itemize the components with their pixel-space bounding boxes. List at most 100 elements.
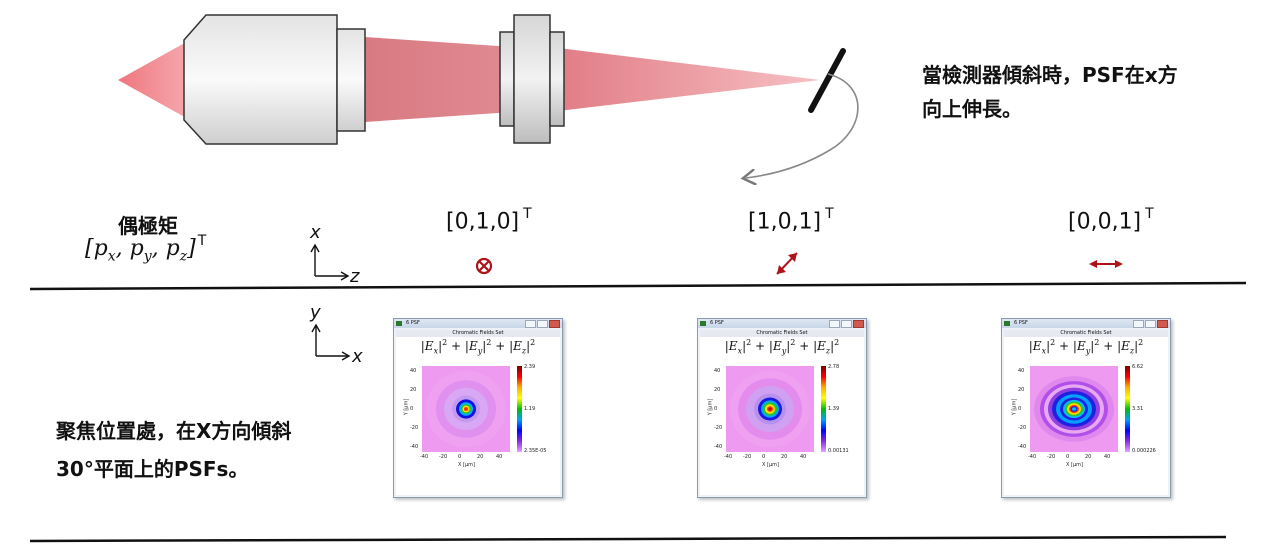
colorbar-max-label: 6.62 bbox=[1132, 364, 1144, 370]
window-subtitle: Chromatic Fields Set bbox=[1004, 330, 1168, 337]
dipole-label: 偶極矩 bbox=[118, 214, 178, 238]
dipole-superscript: T bbox=[197, 233, 207, 249]
axes-yx-icon bbox=[311, 323, 351, 361]
vector-3-sup: T bbox=[1145, 206, 1154, 222]
axis-label-x-top: x bbox=[310, 222, 321, 243]
psf-intensity-plot bbox=[726, 366, 814, 452]
psf-ring bbox=[464, 407, 468, 411]
colorbar-mid-label: 1.19 bbox=[524, 406, 536, 412]
output-beam-cone bbox=[550, 47, 820, 112]
minimize-icon[interactable] bbox=[829, 320, 840, 328]
y-tick-label: 0 bbox=[410, 406, 414, 412]
minimize-icon[interactable] bbox=[1133, 320, 1144, 328]
y-axis-label: Y [µm] bbox=[1011, 398, 1018, 416]
maximize-icon[interactable] bbox=[1145, 320, 1156, 328]
lower-divider-line bbox=[29, 535, 1227, 543]
window-body: Chromatic Fields Set|Ex|2 + |Ey|2 + |Ez|… bbox=[396, 330, 560, 495]
colorbar-max-label: 2.39 bbox=[524, 364, 536, 370]
psf-caption-line1: 聚焦位置處，在X方向傾斜 bbox=[56, 419, 292, 443]
vector-1-sup: T bbox=[523, 206, 532, 222]
close-icon[interactable] bbox=[1157, 320, 1168, 328]
vector-label-1: [0,1,0]T bbox=[446, 206, 532, 235]
x-tick-label: -20 bbox=[1047, 454, 1056, 460]
curved-pointer-arrow bbox=[746, 73, 859, 178]
dipole-vector-math: [px, py, pz] bbox=[85, 236, 196, 265]
maximize-icon[interactable] bbox=[841, 320, 852, 328]
maximize-icon[interactable] bbox=[537, 320, 548, 328]
x-tick-label: 40 bbox=[1104, 454, 1111, 460]
close-icon[interactable] bbox=[853, 320, 864, 328]
x-tick-label: 40 bbox=[800, 454, 807, 460]
collimated-beam bbox=[365, 37, 512, 122]
y-tick-label: -20 bbox=[714, 425, 723, 431]
vector-2-text: [1,0,1] bbox=[748, 209, 822, 235]
x-tick-label: 0 bbox=[762, 454, 766, 460]
window-title-bar[interactable]: 6 PSF bbox=[698, 319, 866, 328]
app-icon bbox=[396, 321, 402, 326]
y-tick-label: 20 bbox=[714, 387, 721, 393]
colorbar bbox=[1125, 366, 1130, 452]
vector-1-text: [0,1,0] bbox=[446, 209, 520, 235]
x-tick-label: 0 bbox=[458, 454, 462, 460]
y-tick-label: 40 bbox=[410, 368, 417, 374]
y-tick-label: -20 bbox=[410, 425, 419, 431]
tube-lens bbox=[499, 14, 565, 144]
psf-ring bbox=[1072, 407, 1076, 411]
field-expression: |Ex|2 + |Ey|2 + |Ez|2 bbox=[1028, 338, 1144, 356]
y-tick-label: 40 bbox=[1018, 368, 1025, 374]
colorbar-min-label: 2.35E-05 bbox=[524, 448, 547, 454]
y-tick-label: -40 bbox=[1018, 444, 1027, 450]
vector-3-text: [0,0,1] bbox=[1068, 209, 1142, 235]
window-body: Chromatic Fields Set|Ex|2 + |Ey|2 + |Ez|… bbox=[1004, 330, 1168, 495]
x-tick-label: 40 bbox=[496, 454, 503, 460]
psf-caption-line2: 30°平面上的PSFs。 bbox=[56, 457, 249, 481]
colorbar bbox=[821, 366, 826, 452]
x-tick-label: -20 bbox=[439, 454, 448, 460]
psf-window-1: 6 PSF Chromatic Fields Set|Ex|2 + |Ey|2 +… bbox=[393, 318, 563, 498]
x-tick-label: 20 bbox=[477, 454, 484, 460]
window-title: 6 PSF bbox=[406, 320, 420, 326]
axis-label-y: y bbox=[310, 302, 321, 323]
upper-divider-line bbox=[29, 281, 1247, 291]
colorbar bbox=[517, 366, 522, 452]
x-tick-label: -40 bbox=[724, 454, 733, 460]
dipole-vector: [px, py, pz]T bbox=[85, 233, 207, 265]
axes-xz-icon bbox=[310, 243, 350, 281]
x-tick-label: 20 bbox=[1085, 454, 1092, 460]
axis-label-x-bottom: x bbox=[352, 346, 363, 367]
colorbar-min-label: 0.000226 bbox=[1132, 448, 1156, 454]
colorbar-mid-label: 3.31 bbox=[1132, 406, 1144, 412]
field-expression: |Ex|2 + |Ey|2 + |Ez|2 bbox=[420, 338, 536, 356]
x-tick-label: -40 bbox=[420, 454, 429, 460]
window-body: Chromatic Fields Set|Ex|2 + |Ey|2 + |Ez|… bbox=[700, 330, 864, 495]
x-axis-label: X [µm] bbox=[762, 462, 779, 468]
window-title: 6 PSF bbox=[710, 320, 724, 326]
x-tick-label: -40 bbox=[1028, 454, 1037, 460]
tilt-note-line1: 當檢測器傾斜時，PSF在x方 bbox=[922, 63, 1178, 87]
tilt-note: 當檢測器傾斜時，PSF在x方 向上伸長。 bbox=[922, 58, 1178, 126]
objective-lens bbox=[183, 14, 366, 145]
y-tick-label: 40 bbox=[714, 368, 721, 374]
window-subtitle: Chromatic Fields Set bbox=[396, 330, 560, 337]
colorbar-max-label: 2.78 bbox=[828, 364, 840, 370]
window-title-bar[interactable]: 6 PSF bbox=[394, 319, 562, 328]
psf-intensity-plot bbox=[422, 366, 510, 452]
psf-ring bbox=[768, 407, 772, 411]
minimize-icon[interactable] bbox=[525, 320, 536, 328]
x-tick-label: 0 bbox=[1066, 454, 1070, 460]
x-tick-label: 20 bbox=[781, 454, 788, 460]
app-icon bbox=[700, 321, 706, 326]
colorbar-min-label: 0.00131 bbox=[828, 448, 849, 454]
y-tick-label: 20 bbox=[1018, 387, 1025, 393]
x-tick-label: -20 bbox=[743, 454, 752, 460]
psf-intensity-plot bbox=[1030, 366, 1118, 452]
window-title-bar[interactable]: 6 PSF bbox=[1002, 319, 1170, 328]
y-tick-label: 0 bbox=[1018, 406, 1022, 412]
window-subtitle: Chromatic Fields Set bbox=[700, 330, 864, 337]
close-icon[interactable] bbox=[549, 320, 560, 328]
y-tick-label: 20 bbox=[410, 387, 417, 393]
psf-window-2: 6 PSF Chromatic Fields Set|Ex|2 + |Ey|2 +… bbox=[697, 318, 867, 498]
colorbar-mid-label: 1.39 bbox=[828, 406, 840, 412]
y-tick-label: -20 bbox=[1018, 425, 1027, 431]
